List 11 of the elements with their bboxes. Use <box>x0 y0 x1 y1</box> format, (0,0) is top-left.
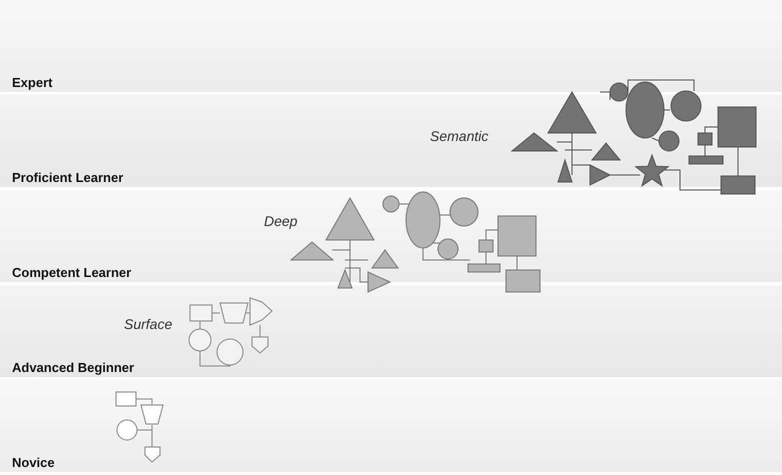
level-label: Expert <box>12 75 52 90</box>
learning-level-label: Deep <box>264 213 298 229</box>
learning-level-label: Surface <box>124 316 172 332</box>
level-label: Novice <box>12 455 55 470</box>
level-label: Competent Learner <box>12 265 132 280</box>
level-band <box>0 380 782 472</box>
level-band <box>0 285 782 377</box>
level-label: Advanced Beginner <box>12 360 134 375</box>
learning-level-label: Semantic <box>430 128 488 144</box>
level-band <box>0 0 782 92</box>
level-label: Proficient Learner <box>12 170 124 185</box>
